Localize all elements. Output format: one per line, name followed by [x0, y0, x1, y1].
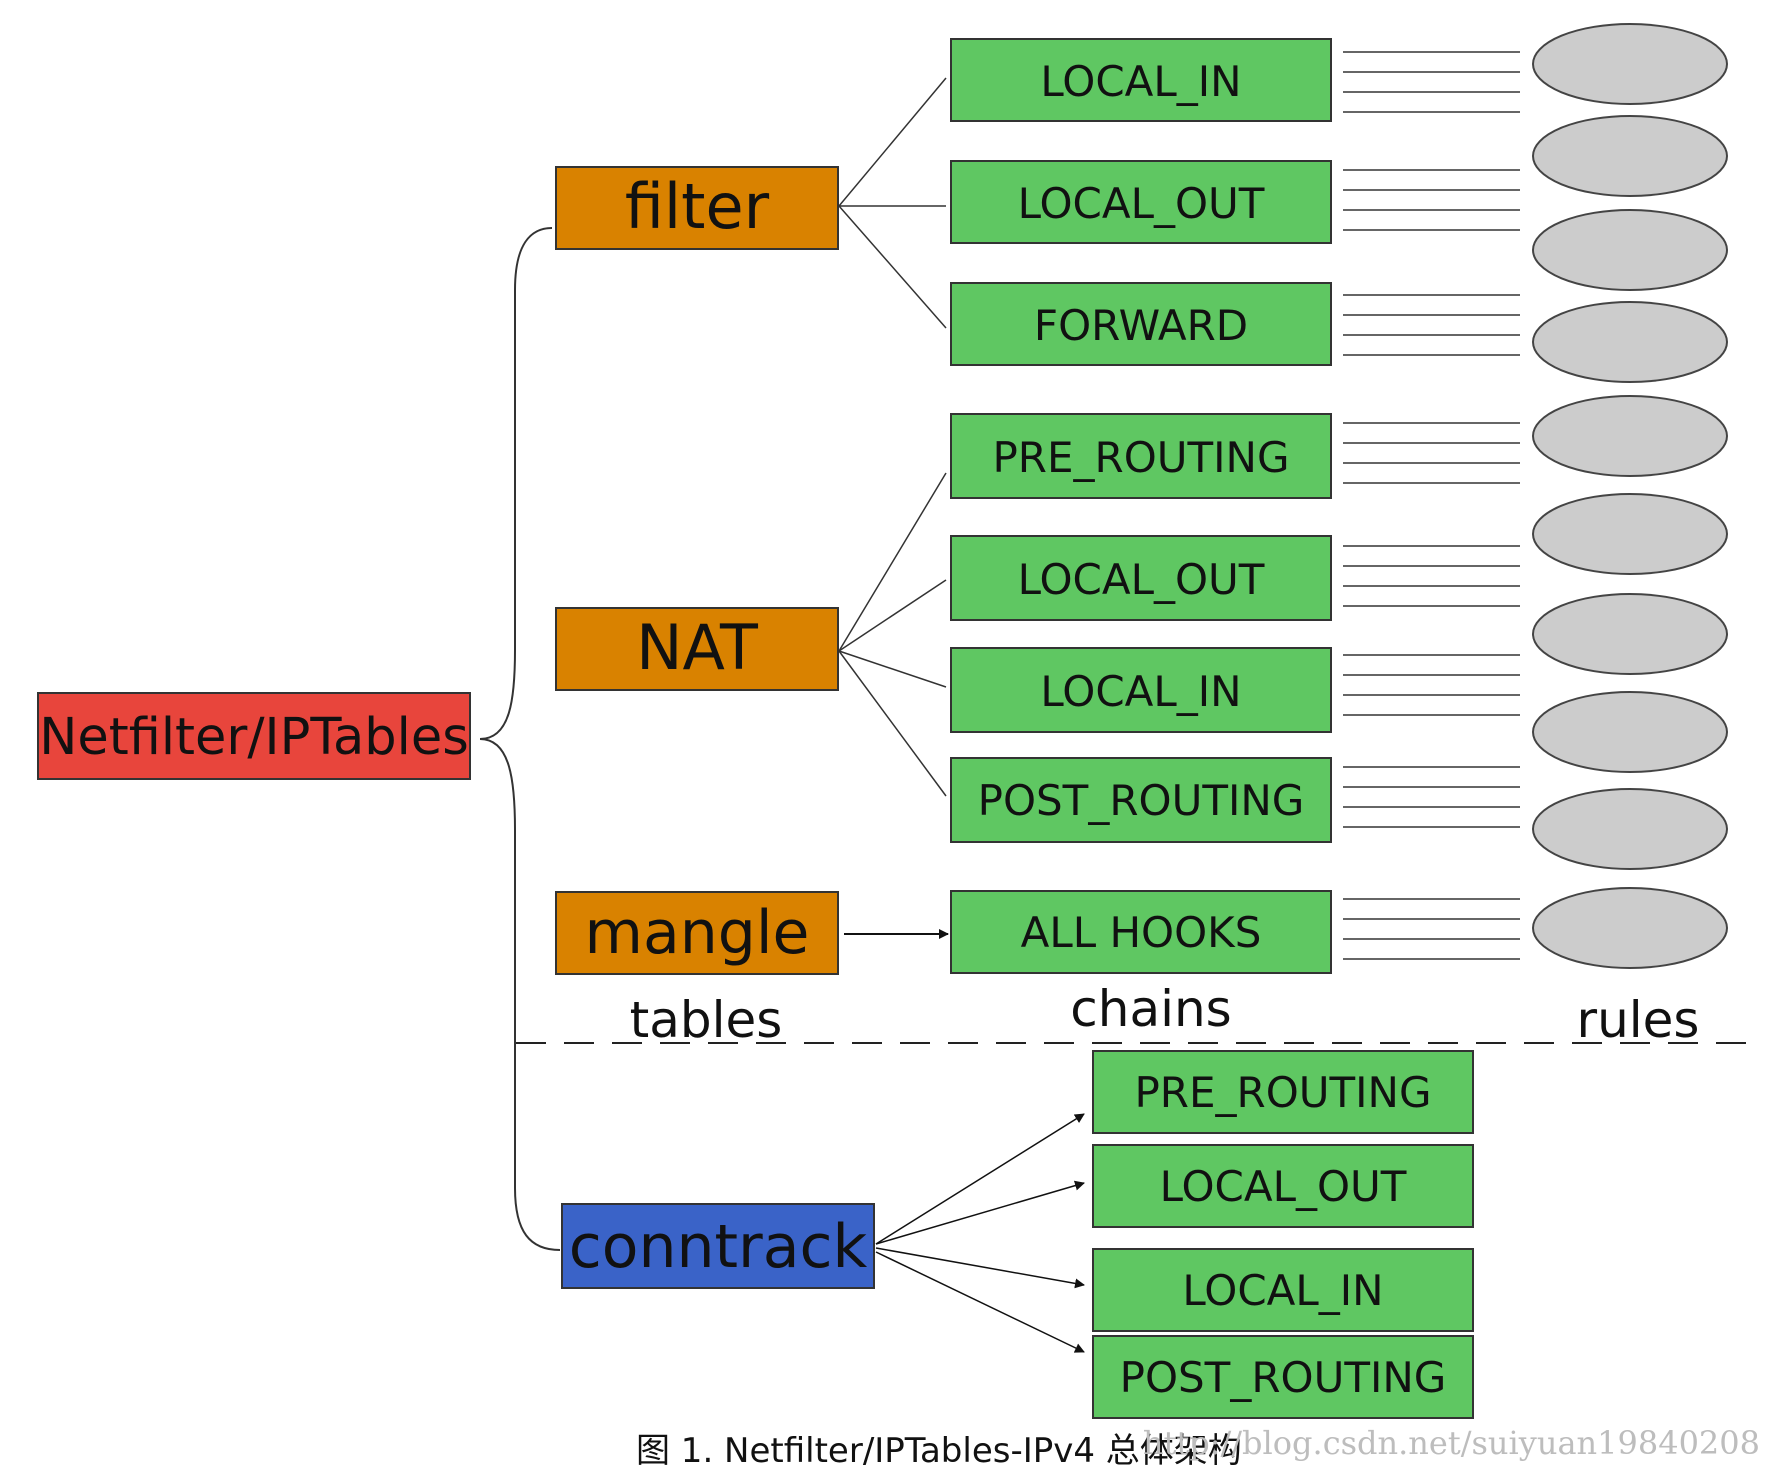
rule-ellipse — [1532, 788, 1728, 870]
table-mangle-box — [555, 891, 839, 975]
root-box — [37, 692, 471, 780]
chain-label: POST_ROUTING — [1120, 1353, 1447, 1402]
chain-box — [950, 282, 1332, 366]
chain-label: FORWARD — [1034, 301, 1248, 350]
rule-ellipse — [1532, 593, 1728, 675]
filter-connectors — [838, 77, 947, 329]
column-label-rules: rules — [1577, 991, 1700, 1049]
chain-pre-routing: PRE_ROUTING — [950, 413, 1332, 499]
chain-label: LOCAL_OUT — [1018, 179, 1265, 228]
table-mangle: mangle — [555, 891, 839, 975]
connector — [838, 650, 947, 797]
table-filter: filter — [555, 166, 839, 250]
chain-label: POST_ROUTING — [978, 776, 1305, 825]
chain-box — [950, 413, 1332, 499]
chain-local-in: LOCAL_IN — [950, 38, 1332, 122]
chain-label: LOCAL_OUT — [1160, 1162, 1407, 1211]
filter-chains: LOCAL_IN LOCAL_OUT FORWARD — [950, 38, 1332, 366]
rule-ellipses — [1532, 23, 1728, 969]
rule-ellipse — [1532, 887, 1728, 969]
rule-ellipse — [1532, 209, 1728, 291]
table-filter-box — [555, 166, 839, 250]
root-label: Netfilter/IPTables — [39, 708, 469, 767]
brace-to-conntrack — [479, 738, 561, 1251]
arrow — [875, 1180, 1085, 1245]
conntrack-arrows — [875, 1113, 1085, 1353]
watermark: http://blog.csdn.net/suiyuan19840208 — [1143, 1424, 1760, 1462]
rule-lines — [1343, 51, 1520, 960]
table-filter-label: filter — [625, 170, 770, 243]
chain-label: PRE_ROUTING — [1134, 1068, 1431, 1117]
arrow — [875, 1251, 1085, 1353]
rule-ellipse — [1532, 115, 1728, 197]
chain-box — [1092, 1248, 1474, 1332]
column-label-chains: chains — [1070, 980, 1231, 1038]
conntrack-chains: PRE_ROUTING LOCAL_OUT LOCAL_IN POST_ROUT… — [1092, 1050, 1474, 1419]
chain-forward: FORWARD — [950, 282, 1332, 366]
connector — [838, 579, 947, 652]
conntrack-node: conntrack — [561, 1203, 875, 1289]
chain-box — [950, 757, 1332, 843]
table-nat: NAT — [555, 607, 839, 691]
chain-label: LOCAL_IN — [1040, 667, 1241, 716]
rule-ellipse — [1532, 493, 1728, 575]
table-nat-box — [555, 607, 839, 691]
table-mangle-label: mangle — [585, 898, 810, 968]
brace-to-filter — [479, 227, 553, 740]
nat-connectors — [838, 472, 947, 797]
chain-label: LOCAL_IN — [1040, 57, 1241, 106]
chain-local-out: LOCAL_OUT — [1092, 1144, 1474, 1228]
column-label-tables: tables — [630, 991, 783, 1049]
chain-label: ALL HOOKS — [1021, 908, 1262, 957]
chain-local-out: LOCAL_OUT — [950, 535, 1332, 621]
connector — [838, 77, 947, 207]
mangle-chains: ALL HOOKS — [950, 890, 1332, 974]
chain-post-routing: POST_ROUTING — [950, 757, 1332, 843]
arrow — [875, 1113, 1085, 1245]
chain-box — [1092, 1335, 1474, 1419]
rule-ellipse — [1532, 23, 1728, 105]
chain-box — [950, 535, 1332, 621]
connector — [838, 472, 947, 652]
root-node: Netfilter/IPTables — [37, 692, 471, 780]
chain-pre-routing: PRE_ROUTING — [1092, 1050, 1474, 1134]
nat-chains: PRE_ROUTING LOCAL_OUT LOCAL_IN POST_ROUT… — [950, 413, 1332, 843]
chain-local-out: LOCAL_OUT — [950, 160, 1332, 244]
rule-ellipse — [1532, 691, 1728, 773]
connector — [838, 650, 947, 688]
connector — [838, 205, 947, 329]
rule-ellipse — [1532, 301, 1728, 383]
chain-label: LOCAL_OUT — [1018, 555, 1265, 604]
figure-caption: 图 1. Netfilter/IPTables-IPv4 总体架构 — [636, 1431, 1242, 1471]
conntrack-box — [561, 1203, 875, 1289]
chain-box — [1092, 1144, 1474, 1228]
chain-label: PRE_ROUTING — [992, 433, 1289, 482]
chain-box — [950, 160, 1332, 244]
table-nat-label: NAT — [636, 611, 759, 684]
chain-local-in: LOCAL_IN — [950, 647, 1332, 733]
chain-all-hooks: ALL HOOKS — [950, 890, 1332, 974]
chain-box — [950, 38, 1332, 122]
chain-local-in: LOCAL_IN — [1092, 1248, 1474, 1332]
root-brace — [479, 227, 561, 1251]
chain-box — [950, 890, 1332, 974]
chain-label: LOCAL_IN — [1182, 1266, 1383, 1315]
chain-box — [1092, 1050, 1474, 1134]
conntrack-label: conntrack — [569, 1212, 868, 1282]
arrow — [875, 1247, 1085, 1289]
rule-ellipse — [1532, 395, 1728, 477]
chain-box — [950, 647, 1332, 733]
chain-post-routing: POST_ROUTING — [1092, 1335, 1474, 1419]
